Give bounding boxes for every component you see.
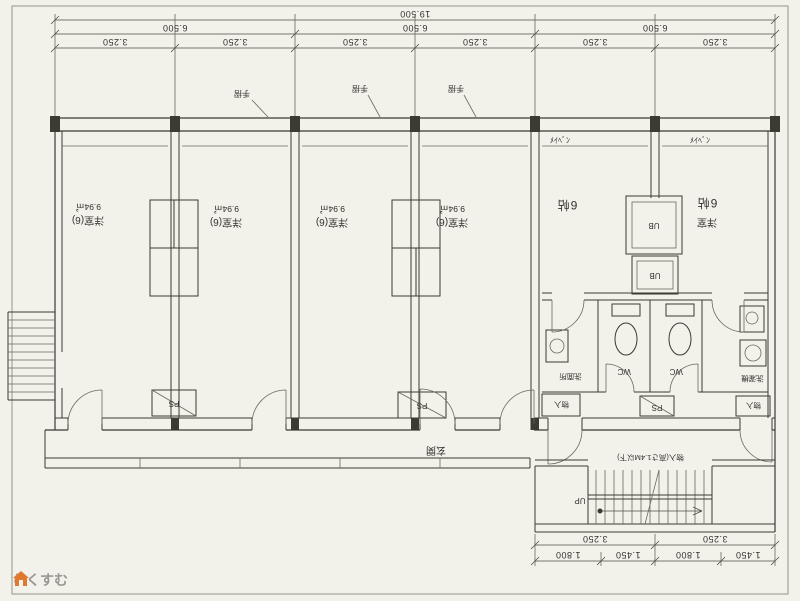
unit-bath-lower: UB	[631, 255, 679, 295]
balcony-rail	[44, 430, 531, 469]
brand-house-icon	[13, 571, 29, 586]
wc-label-1: WC	[617, 367, 631, 376]
unit-bath-upper: UB	[625, 195, 683, 255]
right-corridor	[534, 459, 775, 533]
laundry-label: 洗濯機	[741, 374, 764, 384]
stair-note-label: 物入(高さ1.4M以下)	[617, 453, 684, 463]
ub-lower-label: UB	[649, 271, 660, 280]
window-note-1: ﾒｲﾍﾞﾝ	[550, 136, 570, 145]
closet-1	[149, 199, 199, 297]
room-4-name-label: 洋室(6)	[436, 216, 468, 229]
wall-annotations: 手摺 手摺 手摺 ﾒｲﾍﾞﾝ ﾒｲﾍﾞﾝ	[234, 84, 710, 145]
room-4-area-label: 9.94㎡	[439, 204, 465, 214]
storage-right: 物入	[735, 395, 771, 417]
sanitary-core-walls	[542, 292, 768, 393]
column-mark	[650, 116, 660, 132]
column-mark	[50, 116, 60, 132]
room-2-name-label: 洋室(6)	[210, 216, 242, 229]
room-1-name-label: 洋室(6)	[72, 214, 104, 227]
main-staircase: UP 物入(高さ1.4M以下)	[574, 453, 712, 525]
column-mark	[171, 418, 179, 430]
dim-bottom-span-1: 3.250	[582, 534, 607, 544]
dim-top-total: 19.500	[400, 9, 431, 19]
window-note-2: ﾒｲﾍﾞﾝ	[690, 136, 710, 145]
stair-arrow-tail	[597, 508, 603, 514]
dim-bottom-module-3: 1.800	[675, 550, 700, 560]
toilet-icon-1: WC	[611, 303, 641, 376]
dim-bottom-module-2: 1.450	[615, 550, 640, 560]
dim-module-6: 3.250	[702, 37, 727, 47]
column-mark	[770, 116, 780, 132]
column-mark	[410, 116, 420, 132]
dim-bottom-span-2: 3.250	[702, 534, 727, 544]
column-mark	[291, 418, 299, 430]
stair-up-label: UP	[574, 496, 585, 505]
left-staircase	[7, 311, 55, 401]
column-mark	[170, 116, 180, 132]
laundry-icon: 洗濯機	[739, 305, 767, 384]
room-5-name-label: 6帖	[557, 198, 578, 213]
dim-module-1: 3.250	[102, 37, 127, 47]
dim-bottom-module-1: 1.800	[555, 550, 580, 560]
dim-span-1: 6.500	[162, 23, 187, 33]
handrail-note-3: 手摺	[448, 84, 464, 94]
watermark: らくすむ	[12, 570, 68, 590]
room-2-area-label: 9.94㎡	[213, 204, 239, 214]
wc-label-2: WC	[669, 367, 683, 376]
dim-module-3: 3.250	[342, 37, 367, 47]
dim-module-2: 3.250	[222, 37, 247, 47]
ps-box-2: PS	[397, 391, 447, 419]
ps-label-3: PS	[652, 403, 663, 412]
closet-2	[391, 199, 441, 297]
washbasin-icon: 洗面所	[545, 329, 582, 382]
washroom-label: 洗面所	[559, 372, 582, 382]
exterior-walls	[45, 116, 780, 532]
room-6-name-label: 洋室	[697, 216, 717, 229]
handrail-note-1: 手摺	[234, 89, 250, 99]
top-dimension-lines: 19.500 6.500 6.500 6.500 3.250 3.250 3.2…	[50, 9, 780, 118]
dim-module-5: 3.250	[582, 37, 607, 47]
dim-bottom-module-4: 1.450	[735, 550, 760, 560]
column-mark	[411, 418, 419, 430]
dim-module-4: 3.250	[462, 37, 487, 47]
ps-box-3: PS	[639, 395, 675, 417]
ub-upper-label: UB	[648, 221, 659, 230]
room-1-area-label: 9.94㎡	[75, 202, 101, 212]
room-3-name-label: 洋室(6)	[316, 216, 348, 229]
room-labels: 9.94㎡ 洋室(6) 9.94㎡ 洋室(6) 9.94㎡ 洋室(6) 9.94…	[72, 196, 717, 457]
handrail-note-2: 手摺	[352, 84, 368, 94]
ps-label-1: PS	[169, 399, 180, 408]
column-mark	[531, 418, 539, 430]
storage-right-label: 物入	[746, 401, 761, 411]
ps-box-1: PS	[151, 389, 197, 417]
dim-span-2: 6.500	[402, 23, 427, 33]
unit-partition-walls	[170, 131, 660, 430]
room-6-size-label: 6帖	[697, 196, 718, 211]
storage-left-label: 物入	[554, 400, 569, 410]
storage-left: 物入	[541, 393, 581, 417]
bottom-dimension-lines: 3.250 3.250 1.800 1.450 1.800 1.450	[530, 534, 780, 566]
ps-label-2: PS	[417, 401, 428, 410]
dim-span-3: 6.500	[642, 23, 667, 33]
toilet-icon-2: WC	[665, 303, 695, 376]
column-mark	[290, 116, 300, 132]
door-arcs	[67, 299, 773, 465]
scan-border	[11, 5, 789, 595]
entrance-label: 玄関	[426, 444, 446, 457]
room-3-area-label: 9.94㎡	[319, 204, 345, 214]
column-mark	[530, 116, 540, 132]
